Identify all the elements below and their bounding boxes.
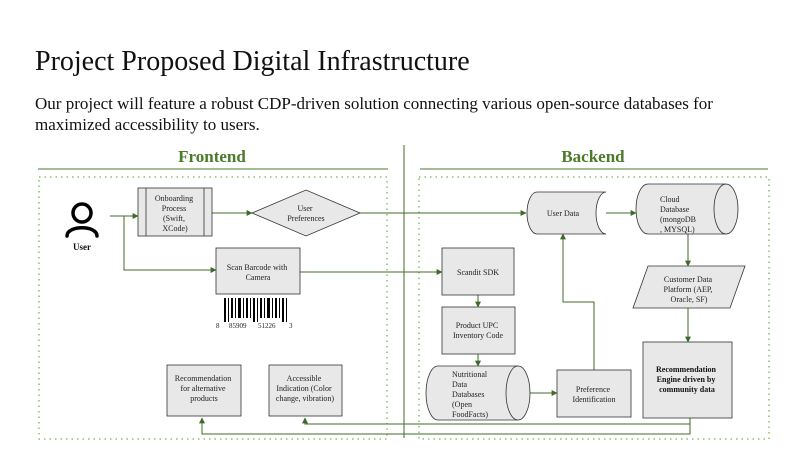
accessible-indication-node: Accessible Indication (Color change, vib… <box>268 364 343 417</box>
barcode-graphic: 8 85909 51226 3 <box>216 298 293 330</box>
svg-text:User Data: User Data <box>547 209 580 218</box>
page-subtitle: Our project will feature a robust CDP-dr… <box>35 94 713 134</box>
frontend-heading: Frontend <box>178 147 246 166</box>
svg-text:Recommendation Engine dr: Recommendation Engine driven by communit… <box>656 365 718 394</box>
svg-text:User Preferences: User Preferences <box>287 204 324 223</box>
nutritional-databases-node: Nutritional Data Databases (Open FoodFac… <box>425 365 531 421</box>
scandit-sdk-node: Scandit SDK <box>441 247 515 296</box>
preference-identification-node: Preference Identification <box>556 369 632 418</box>
svg-text:Product UPC Inventory Co: Product UPC Inventory Code <box>453 321 503 340</box>
customer-data-platform-node: Customer Data Platform (AEP, Oracle, SF) <box>632 265 746 309</box>
user-preferences-node: User Preferences <box>250 189 362 237</box>
page-title: Project Proposed Digital Infrastructure <box>35 46 470 77</box>
user-data-node: User Data <box>526 191 607 235</box>
recommendation-alternative-node: Recommendation for alternative products <box>166 364 242 417</box>
backend-heading: Backend <box>561 147 625 166</box>
svg-text:Nutritional Data D: Nutritional Data Databases (Open FoodFac… <box>452 370 489 419</box>
connector-engine-recommendation <box>199 417 691 435</box>
user-icon <box>65 202 99 238</box>
svg-text:Recommendation for alter: Recommendation for alternative products <box>175 374 233 403</box>
recommendation-engine-node: Recommendation Engine driven by communit… <box>642 341 733 419</box>
svg-text:8 85909 51226: 8 85909 51226 3 <box>216 322 293 330</box>
user-label: User <box>73 242 91 252</box>
onboarding-process-node: Onboarding Process (Swift, XCode) <box>137 187 213 237</box>
svg-text:Scandit SDK: Scandit SDK <box>457 268 499 277</box>
svg-text:Scan Barcode with Camera: Scan Barcode with Camera <box>227 263 289 282</box>
svg-text:Onboarding Process: Onboarding Process (Swift, XCode) <box>155 194 195 233</box>
svg-text:Preference Identificatio: Preference Identification <box>572 385 615 404</box>
svg-text:Customer Data Platform (: Customer Data Platform (AEP, Oracle, SF) <box>664 275 715 304</box>
cloud-database-node: Cloud Database (mongoDB , MYSQL) <box>635 183 739 235</box>
connector-engine-accessible <box>302 417 691 425</box>
product-upc-node: Product UPC Inventory Code <box>441 306 516 355</box>
connector-user-scan <box>123 216 217 273</box>
frontend-container <box>38 176 388 440</box>
scan-barcode-node: Scan Barcode with Camera <box>215 247 301 295</box>
svg-text:Cloud Database (mo: Cloud Database (mongoDB , MYSQL) <box>660 195 698 234</box>
connector-prefid-userdata <box>560 233 595 370</box>
svg-text:Accessible Indication (C: Accessible Indication (Color change, vib… <box>276 374 335 403</box>
backend-container <box>418 176 770 440</box>
